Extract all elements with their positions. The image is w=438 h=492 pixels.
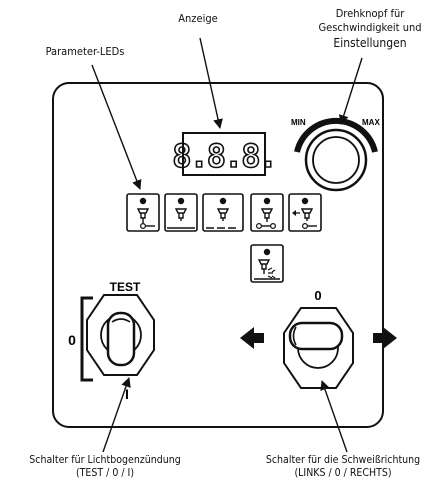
left-switch-label-line2: (TEST / 0 / I) (75, 467, 135, 479)
knob-scale-arc (294, 117, 378, 153)
display-digits: 8.8.8. (172, 137, 276, 175)
right-zero-mark: 0 (314, 288, 321, 303)
speed-knob[interactable] (294, 117, 378, 192)
callout-arrow-knob (339, 57, 363, 125)
right-switch-label-line2: (LINKS / 0 / RECHTS) (294, 467, 392, 479)
test-label: TEST (110, 280, 141, 294)
knob-max-label: MAX (362, 118, 380, 127)
callout-arrow-leds (91, 64, 142, 190)
torch-spark-icon (250, 244, 284, 283)
arrow-left-icon (240, 327, 264, 349)
torch-down-icon (126, 193, 160, 232)
callout-arrow-left-switch (102, 377, 131, 453)
digital-display: 8.8.8. (171, 132, 279, 176)
left-zero-mark: 0 (68, 332, 76, 348)
leds-label: Parameter-LEDs (45, 45, 125, 58)
knob-label-line3: Einstellungen (333, 36, 407, 50)
arrow-right-icon (373, 327, 397, 349)
callout-arrow-display (199, 37, 223, 129)
knob-min-label: MIN (291, 118, 306, 127)
torch-wire-feed-icon (288, 193, 322, 232)
knob-label-line2: Geschwindigkeit und (318, 21, 422, 34)
torch-weld-icon (250, 193, 284, 232)
led-row (126, 193, 322, 283)
callout-arrow-right-switch (320, 380, 348, 453)
left-one-mark: I (125, 386, 129, 402)
torch-sequence-icon (202, 193, 244, 232)
display-label: Anzeige (178, 12, 218, 25)
left-switch-bracket (80, 296, 93, 382)
torch-icon (164, 193, 198, 232)
right-switch-label-line1: Schalter für die Schweißrichtung (265, 454, 421, 466)
left-switch-label-line1: Schalter für Lichtbogenzündung (29, 454, 181, 466)
knob-label-line1: Drehknopf für (335, 7, 405, 20)
arc-ignition-switch[interactable] (86, 294, 155, 376)
weld-direction-switch[interactable] (283, 307, 354, 389)
